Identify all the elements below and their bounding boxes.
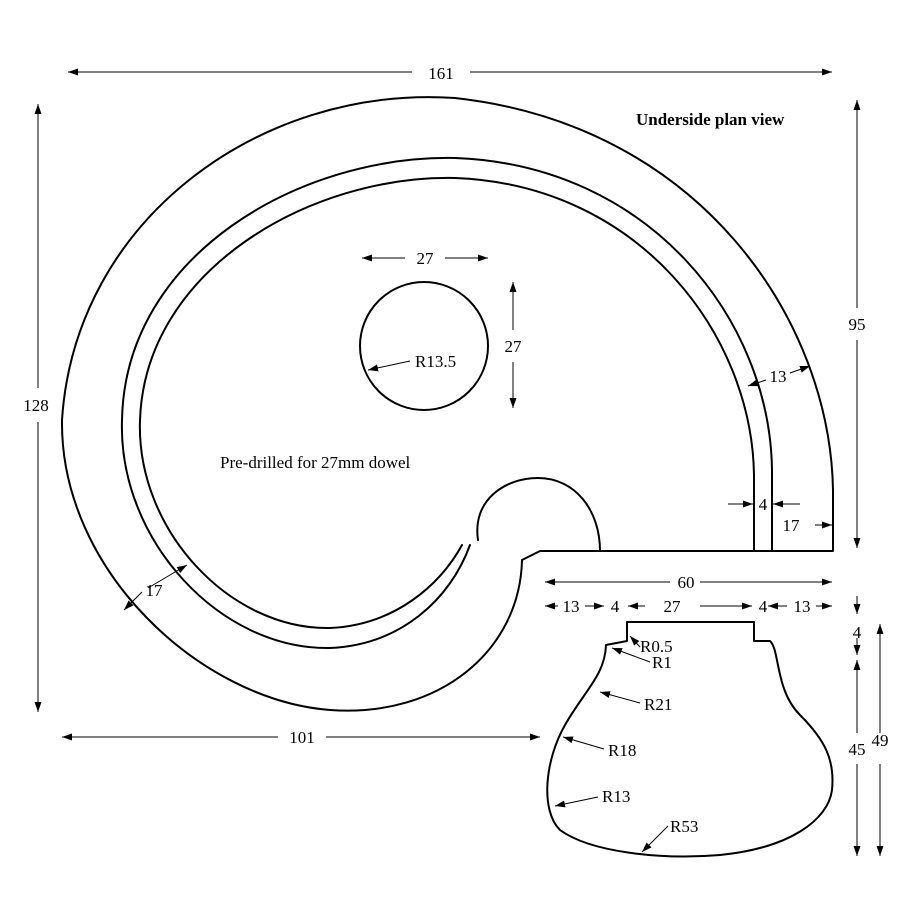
radius-waist: R18 — [608, 741, 636, 760]
dim-profile-seg-d: 4 — [759, 597, 768, 616]
dim-profile-seg-e: 13 — [794, 597, 811, 616]
radius-base: R53 — [670, 817, 698, 836]
dim-hole-width: 27 — [417, 249, 435, 268]
inner-rim-edge — [120, 156, 773, 650]
spiral-part — [60, 96, 834, 712]
outer-edge — [60, 96, 834, 712]
dim-body-height: 45 — [849, 740, 866, 759]
radius-lower: R13 — [602, 787, 630, 806]
dowel-note: Pre-drilled for 27mm dowel — [220, 453, 411, 472]
dim-hole-height: 27 — [505, 337, 523, 356]
profile-outline — [546, 621, 834, 858]
radius-fillet-shoulder: R1 — [652, 653, 672, 672]
dim-right-gap: 17 — [783, 516, 801, 535]
radius-fillet-top: R0.5 — [640, 637, 673, 656]
hook-knob — [476, 477, 601, 552]
dim-profile-seg-c: 27 — [664, 597, 682, 616]
dim-total-height: 49 — [872, 731, 889, 750]
dim-groove-width: 4 — [759, 495, 768, 514]
dim-overall-height: 128 — [23, 396, 49, 415]
groove-edge — [138, 176, 755, 630]
dim-rim-width: 13 — [770, 367, 787, 386]
dim-profile-width: 60 — [678, 573, 695, 592]
dim-overall-width: 161 — [428, 64, 454, 83]
dim-profile-seg-b: 4 — [611, 597, 620, 616]
dim-profile-seg-a: 13 — [563, 597, 580, 616]
dowel-hole — [359, 281, 489, 411]
dim-hole-radius: R13.5 — [415, 352, 456, 371]
dim-right-height: 95 — [849, 315, 866, 334]
view-title: Underside plan view — [636, 110, 785, 129]
dim-step-height: 4 — [853, 623, 862, 642]
dimension-lines — [34, 68, 884, 856]
radius-neck: R21 — [644, 695, 672, 714]
dim-left-gap: 17 — [146, 581, 164, 600]
dim-bottom-width: 101 — [289, 728, 315, 747]
